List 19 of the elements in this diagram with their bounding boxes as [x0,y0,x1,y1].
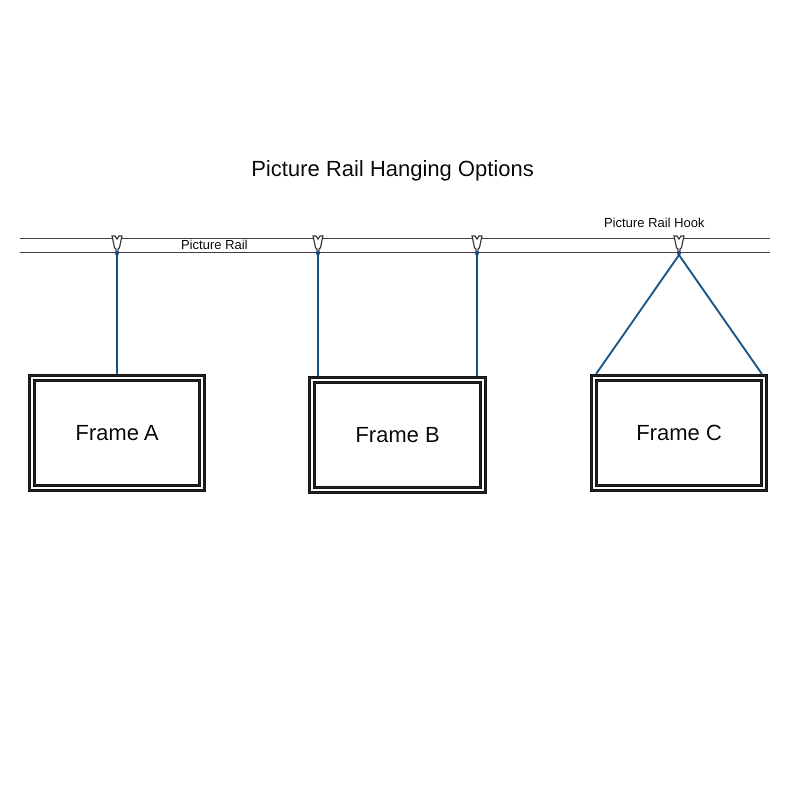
hanging-wire [595,254,680,375]
title: Picture Rail Hanging Options [250,156,535,182]
hanging-wire [116,255,118,374]
rail-label: Picture Rail [181,238,248,252]
hook-icon [673,235,685,257]
hanging-wire [476,255,478,376]
frame-label: Frame B [355,422,440,448]
picture-frame [28,374,206,492]
hanging-wire [317,255,320,376]
picture-frame [590,374,768,492]
hook-icon [111,235,123,257]
picture-frame [308,376,487,494]
picture-rail [20,238,770,253]
frame-label: Frame C [636,420,722,446]
hook-icon [471,235,483,257]
callout-label: Picture Rail Hook [604,215,704,230]
frame-label: Frame A [75,420,159,446]
hanging-wire [678,254,763,375]
hook-icon [312,235,324,257]
